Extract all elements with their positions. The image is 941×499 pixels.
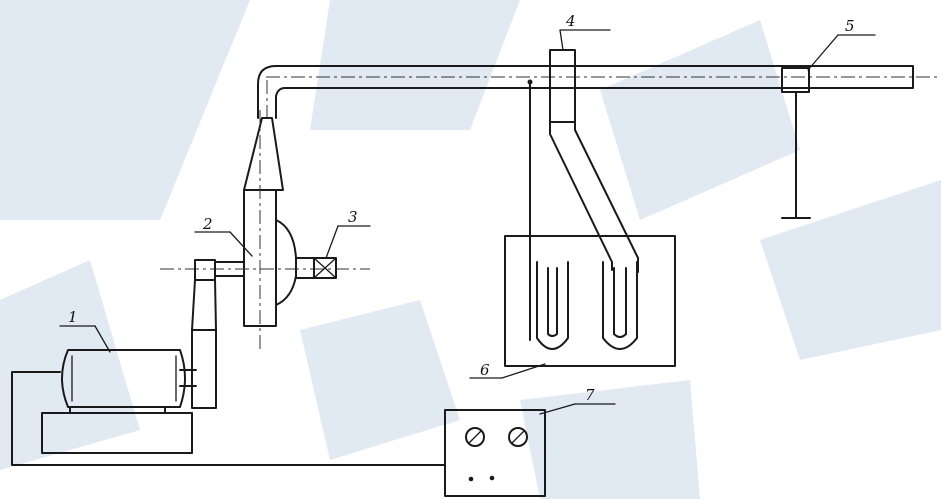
thermocouple-wire [527, 79, 533, 341]
support-clamp [781, 67, 811, 219]
motor [41, 349, 197, 454]
label-bath: 6 [480, 361, 490, 379]
leader-lines [59, 29, 876, 415]
label-control-box: 7 [585, 386, 595, 404]
air-duct [257, 65, 941, 119]
control-box [444, 409, 546, 497]
label-probe-holder: 4 [565, 12, 576, 30]
electrical-wiring [11, 371, 446, 466]
valve [295, 257, 337, 279]
label-fan: 2 [202, 215, 213, 233]
bath [504, 235, 676, 367]
fan-unit [160, 110, 370, 352]
label-valve: 3 [348, 208, 358, 226]
label-motor: 1 [68, 308, 78, 326]
label-support-clamp: 5 [845, 17, 855, 35]
